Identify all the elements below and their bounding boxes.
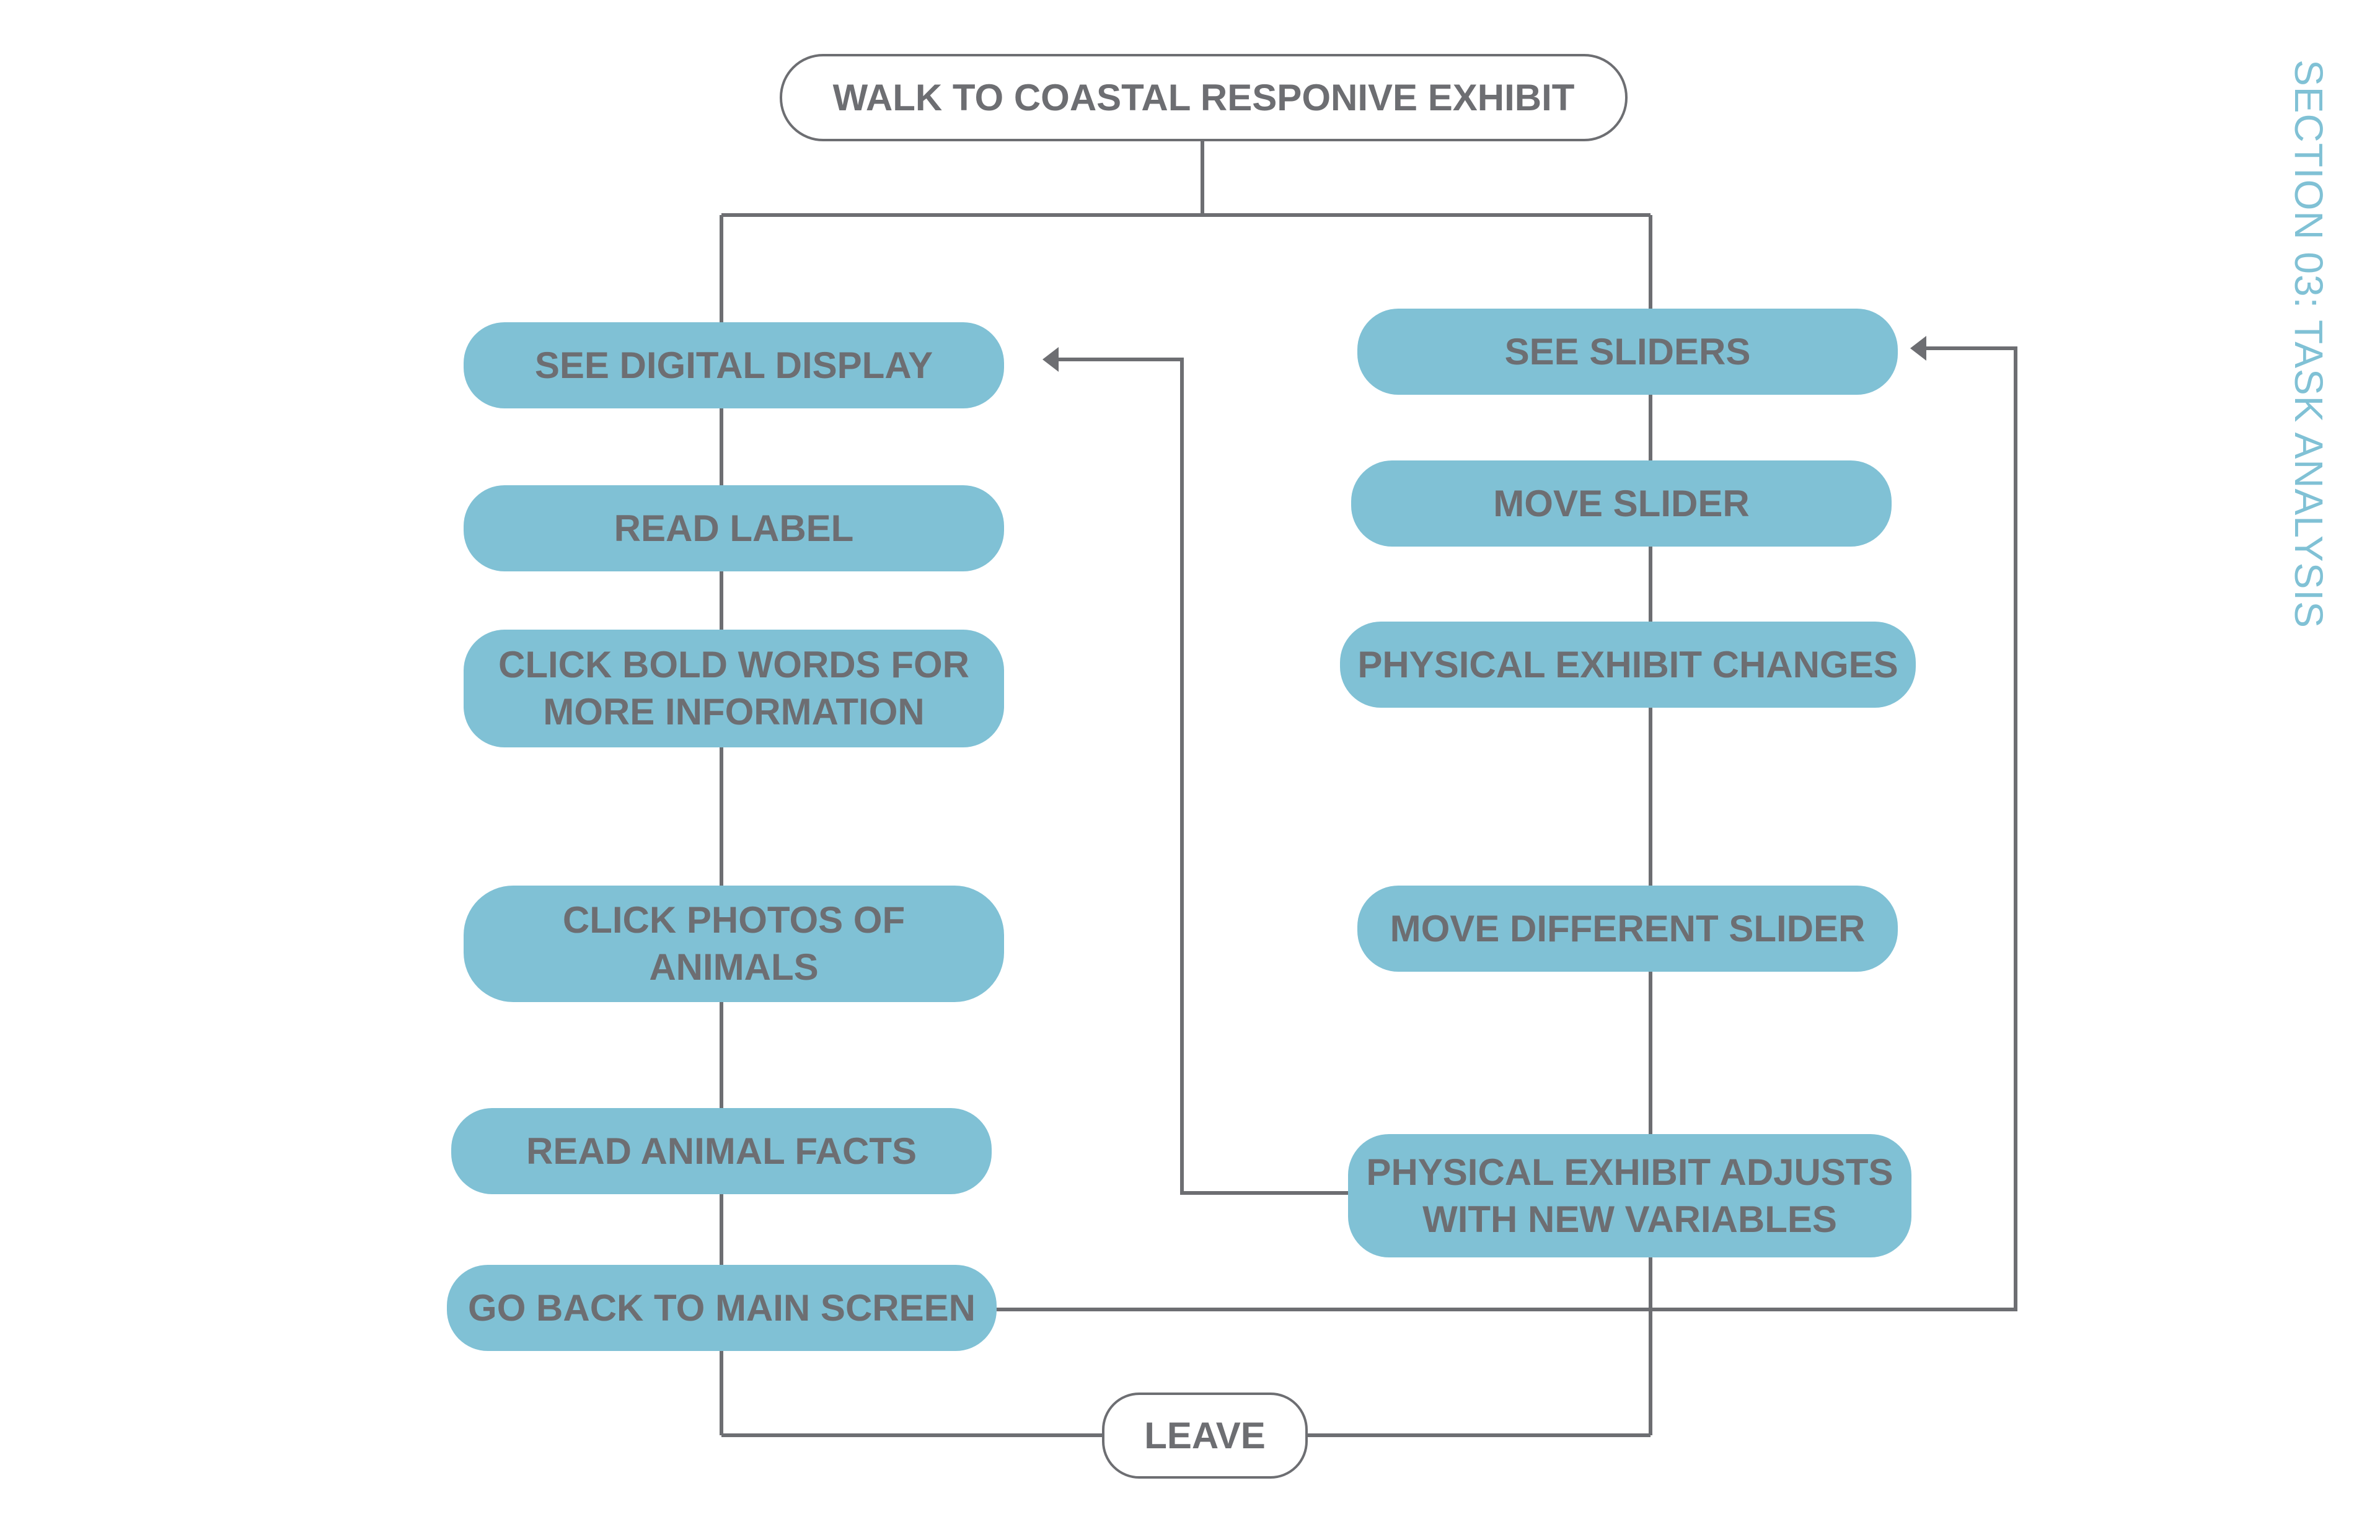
node-read-label: READ LABEL: [464, 485, 1004, 571]
node-see-digital-display: SEE DIGITAL DISPLAY: [464, 322, 1004, 408]
node-label: READ LABEL: [614, 507, 854, 549]
end-node-leave: LEAVE: [1102, 1393, 1308, 1479]
end-node-label: LEAVE: [1144, 1414, 1266, 1456]
node-label: PHYSICAL EXHIBIT ADJUSTS WITH NEW VARIAB…: [1366, 1151, 1893, 1240]
node-go-back-main-screen: GO BACK TO MAIN SCREEN: [447, 1265, 997, 1351]
node-move-different-slider: MOVE DIFFERENT SLIDER: [1357, 886, 1898, 972]
node-label: MOVE DIFFERENT SLIDER: [1390, 907, 1866, 949]
edge-goback-to-sliders: [997, 346, 2017, 1311]
node-label: MOVE SLIDER: [1493, 482, 1750, 524]
node-read-animal-facts: READ ANIMAL FACTS: [451, 1108, 992, 1194]
node-click-bold-words: CLICK BOLD WORDS FOR MORE INFORMATION: [464, 630, 1004, 747]
node-label: PHYSICAL EXHIBIT CHANGES: [1357, 643, 1898, 685]
node-label: SEE SLIDERS: [1504, 330, 1751, 372]
arrowhead-to-digital-display: [1042, 347, 1059, 372]
section-title-text: SECTION 03: TASK ANALYSIS: [2286, 59, 2331, 628]
start-node: WALK TO COASTAL RESPONIVE EXHIBIT: [780, 54, 1628, 141]
section-title: SECTION 03: TASK ANALYSIS: [2281, 59, 2337, 628]
node-see-sliders: SEE SLIDERS: [1357, 309, 1898, 395]
node-label: READ ANIMAL FACTS: [526, 1130, 917, 1172]
node-click-photos: CLICK PHOTOS OF ANIMALS: [464, 886, 1004, 1002]
node-label: SEE DIGITAL DISPLAY: [534, 344, 933, 386]
node-label: CLICK PHOTOS OF ANIMALS: [562, 899, 906, 988]
node-physical-exhibit-changes: PHYSICAL EXHIBIT CHANGES: [1340, 622, 1916, 708]
edge-adjusts-to-digital-display: [1057, 358, 1348, 1195]
node-label: GO BACK TO MAIN SCREEN: [468, 1287, 976, 1329]
node-label: CLICK BOLD WORDS FOR MORE INFORMATION: [498, 644, 969, 733]
node-move-slider: MOVE SLIDER: [1351, 460, 1892, 547]
start-node-label: WALK TO COASTAL RESPONIVE EXHIBIT: [832, 76, 1575, 118]
arrowhead-to-sliders: [1910, 336, 1926, 361]
node-physical-exhibit-adjusts: PHYSICAL EXHIBIT ADJUSTS WITH NEW VARIAB…: [1348, 1134, 1911, 1257]
